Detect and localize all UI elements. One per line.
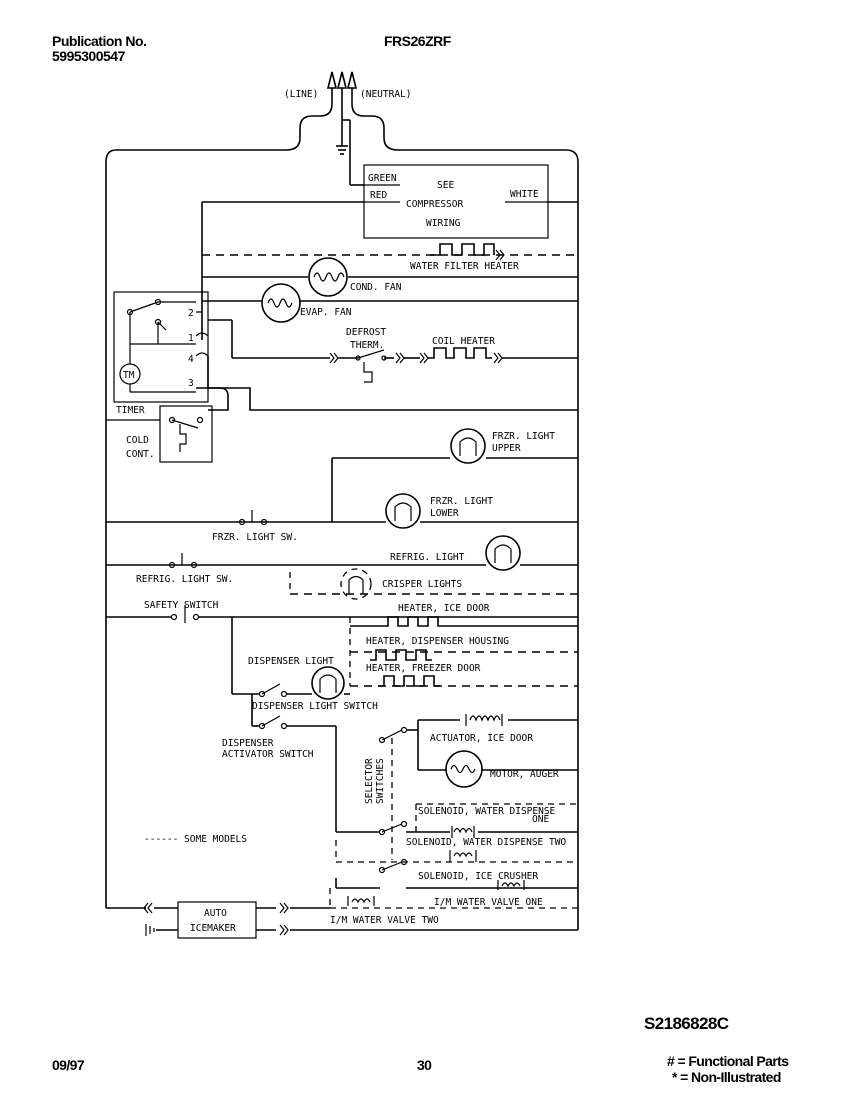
crisper-lights-label: CRISPER LIGHTS (382, 579, 462, 590)
motor-auger-label: MOTOR, AUGER (490, 769, 559, 780)
publication-label: Publication No. (52, 33, 147, 49)
timer-terminal-2: 2 (188, 308, 194, 319)
compressor-label: COMPRESSOR (406, 199, 463, 210)
timer-box (113, 291, 209, 403)
heater-dispenser-housing-label: HEATER, DISPENSER HOUSING (366, 636, 509, 647)
dispenser-label: DISPENSER (222, 738, 274, 749)
solenoid-water-dispense-two-label: SOLENOID, WATER DISPENSE TWO (406, 837, 566, 848)
timer-terminal-4: 4 (188, 354, 194, 365)
timer-terminal-3: 3 (188, 378, 194, 389)
coil-heater-label: COIL HEATER (432, 336, 495, 347)
red-label: RED (370, 190, 387, 201)
date: 09/97 (52, 1057, 85, 1073)
some-models-legend: ------ SOME MODELS (144, 834, 247, 845)
drawing-number: S2186828C (644, 1014, 729, 1033)
refrig-light-symbol (485, 535, 521, 571)
non-illustrated-legend: * = Non-Illustrated (672, 1069, 781, 1085)
heater-freezer-door-symbol (378, 675, 440, 687)
functional-parts-legend: # = Functional Parts (667, 1053, 789, 1069)
heater-dispenser-housing-symbol (370, 649, 432, 661)
green-label: GREEN (368, 173, 397, 184)
selector-label: SELECTOR (364, 758, 375, 804)
actuator-ice-door-label: ACTUATOR, ICE DOOR (430, 733, 533, 744)
dispenser-light-label: DISPENSER LIGHT (248, 656, 334, 667)
refrig-light-sw-label: REFRIG. LIGHT SW. (136, 574, 233, 585)
dispenser-light-switch-label: DISPENSER LIGHT SWITCH (252, 701, 378, 712)
solenoid-water-dispense-label: SOLENOID, WATER DISPENSE (418, 806, 556, 817)
im-water-valve-two-label: I/M WATER VALVE TWO (330, 915, 439, 926)
frzr-light-upper-symbol (450, 428, 486, 464)
page-number: 30 (417, 1057, 432, 1073)
actuator-ice-door-symbol (469, 715, 501, 722)
defrost-label: DEFROST (346, 327, 386, 338)
water-filter-heater-symbol (430, 243, 495, 256)
frzr-light-upper-label-1: FRZR. LIGHT (492, 431, 555, 442)
solenoid-one-label: ONE (532, 814, 549, 825)
timer-terminal-1: 1 (188, 333, 194, 344)
cond-fan-label: COND. FAN (350, 282, 402, 293)
activator-switch-label: ACTIVATOR SWITCH (222, 749, 314, 760)
solenoid-water-dispense-symbol (453, 827, 473, 834)
see-label: SEE (437, 180, 454, 191)
solenoid-water-dispense-two-symbol (453, 852, 473, 858)
therm-label: THERM. (350, 340, 384, 351)
auto-icemaker-box (177, 901, 257, 939)
white-label: WHITE (510, 189, 539, 200)
safety-switch-label: SAFETY SWITCH (144, 600, 219, 611)
line-label: (LINE) (284, 89, 318, 100)
im-water-valve-one-label: I/M WATER VALVE ONE (434, 897, 543, 908)
motor-auger-symbol (445, 750, 483, 788)
auto-label: AUTO (204, 908, 227, 919)
frzr-light-lower-label-2: LOWER (430, 508, 459, 519)
im-water-valve-one-symbol (351, 898, 371, 904)
timer-motor-label: TM (123, 370, 135, 381)
heater-ice-door-symbol (376, 616, 448, 627)
water-filter-heater-label: WATER FILTER HEATER (410, 261, 519, 272)
publication-number: 5995300547 (52, 48, 125, 64)
coil-heater-symbol (428, 347, 492, 359)
cold-label: COLD (126, 435, 149, 446)
frzr-light-lower-symbol (385, 493, 421, 529)
evap-fan-label: EVAP. FAN (300, 307, 352, 318)
power-plug (105, 71, 579, 930)
heater-freezer-door-label: HEATER, FREEZER DOOR (366, 663, 481, 674)
switches-label: SWITCHES (375, 758, 386, 804)
icemaker-label: ICEMAKER (190, 923, 236, 934)
timer-label: TIMER (116, 405, 145, 416)
wiring-label: WIRING (426, 218, 461, 229)
heater-ice-door-label: HEATER, ICE DOOR (398, 603, 490, 614)
cond-fan-symbol (308, 257, 348, 297)
crisper-lights-symbol (340, 568, 372, 600)
solenoid-ice-crusher-symbol (501, 882, 521, 888)
neutral-label: (NEUTRAL) (360, 89, 411, 100)
frzr-light-sw-label: FRZR. LIGHT SW. (212, 532, 298, 543)
frzr-light-lower-label-1: FRZR. LIGHT (430, 496, 493, 507)
evap-fan-symbol (261, 283, 301, 323)
solenoid-ice-crusher-label: SOLENOID, ICE CRUSHER (418, 871, 538, 882)
refrig-light-label: REFRIG. LIGHT (390, 552, 465, 563)
dispenser-light-symbol (311, 666, 345, 700)
frzr-light-upper-label-2: UPPER (492, 443, 521, 454)
cold-control-box (159, 405, 213, 463)
model-number: FRS26ZRF (384, 33, 451, 49)
cont-label: CONT. (126, 449, 155, 460)
